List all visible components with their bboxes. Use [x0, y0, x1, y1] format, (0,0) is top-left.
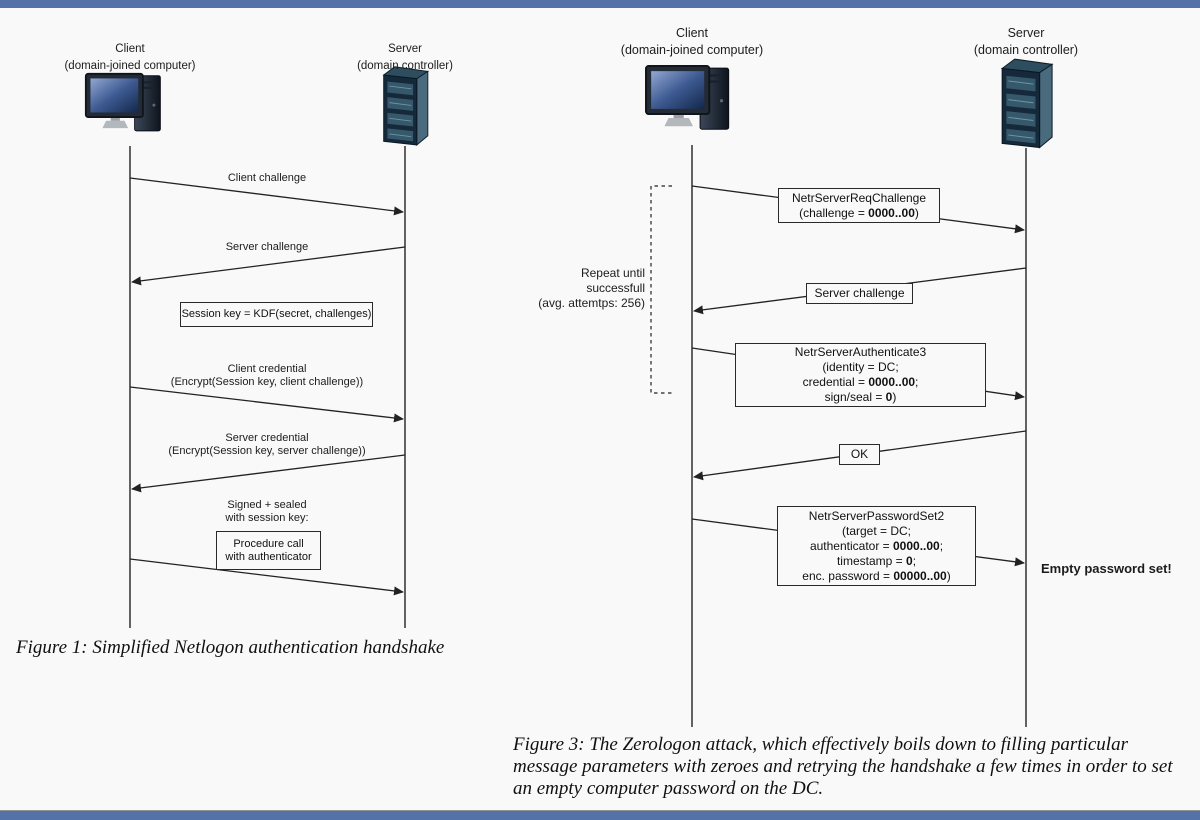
fig1-server-rack-icon: [382, 66, 430, 146]
fig1-client-challenge-label: Client challenge: [227, 172, 307, 184]
fig3-client-subtitle: (domain-joined computer): [620, 43, 764, 57]
fig3-password-set2-box: NetrServerPasswordSet2 (target = DC; aut…: [777, 506, 976, 586]
figure1-caption: Figure 1: Simplified Netlogon authentica…: [16, 637, 445, 658]
figure3-caption: Figure 3: The Zerologon attack, which ef…: [513, 734, 1173, 799]
fig3-repeat-bracket: [650, 185, 672, 394]
fig3-server-actor: Server (domain controller): [916, 26, 1136, 57]
fig3-ok-box: OK: [839, 444, 880, 465]
fig1-client-credential-label: Client credential (Encrypt(Session key, …: [170, 363, 364, 388]
fig1-client-subtitle: (domain-joined computer): [64, 60, 196, 72]
fig1-session-key-note-box: Session key = KDF(secret, challenges): [180, 302, 373, 327]
fig3-server-challenge-box: Server challenge: [806, 283, 913, 304]
fig1-signed-sealed-label: Signed + sealed with session key:: [225, 499, 309, 524]
fig3-client-title: Client: [676, 26, 708, 40]
fig1-client-computer-icon: [84, 72, 161, 132]
fig3-client-computer-icon: [645, 65, 730, 130]
fig1-server-actor: Server (domain controller): [295, 42, 515, 73]
fig1-arrow-procedure-call: [129, 558, 404, 596]
fig1-client-title: Client: [115, 43, 145, 55]
fig1-server-title: Server: [388, 43, 422, 55]
fig3-server-rack-icon: [1000, 58, 1054, 149]
fig1-client-actor: Client (domain-joined computer): [20, 42, 240, 73]
fig1-arrow-server-challenge: [131, 246, 406, 286]
fig1-server-subtitle: (domain controller): [357, 60, 453, 72]
fig3-empty-password-note: Empty password set!: [1041, 561, 1172, 576]
fig3-client-actor: Client (domain-joined computer): [582, 26, 802, 57]
fig3-server-subtitle: (domain controller): [973, 43, 1079, 57]
bottom-accent-bar: [0, 810, 1200, 820]
fig1-server-credential-label: Server credential (Encrypt(Session key, …: [168, 432, 366, 457]
top-accent-bar: [0, 0, 1200, 8]
fig3-repeat-note: Repeat until successfull (avg. attemtps:…: [538, 266, 645, 310]
fig3-req-challenge-box: NetrServerReqChallenge (challenge = 0000…: [778, 188, 940, 223]
fig3-authenticate3-box: NetrServerAuthenticate3 (identity = DC; …: [735, 343, 986, 407]
fig1-procedure-call-box: Procedure call with authenticator: [216, 531, 321, 570]
fig1-server-challenge-label: Server challenge: [225, 241, 309, 253]
fig3-server-title: Server: [1007, 26, 1045, 40]
fig1-arrow-client-challenge: [129, 177, 404, 216]
fig1-arrow-client-credential: [129, 386, 404, 423]
fig1-arrow-server-credential: [131, 454, 406, 493]
